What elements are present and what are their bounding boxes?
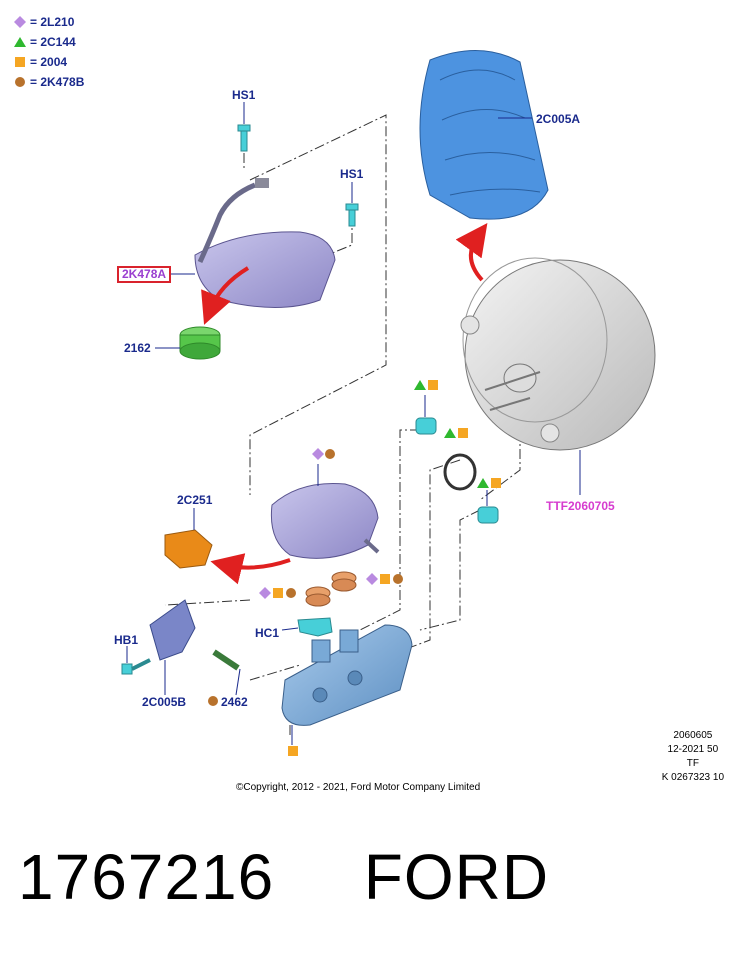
footer-caption: 1767216 FORD <box>18 840 549 914</box>
clip-hc1 <box>281 617 333 637</box>
legend-text: = 2K478B <box>30 75 85 89</box>
bolt-hs1-top <box>237 102 251 152</box>
circle-icon <box>15 77 25 87</box>
legend-text: = 2L210 <box>30 15 75 29</box>
direction-arrow <box>455 223 488 282</box>
legend-row-2c144: = 2C144 <box>14 32 84 52</box>
direction-arrow <box>210 553 291 585</box>
pin <box>212 649 241 696</box>
label-pin: 2462 <box>221 695 248 709</box>
master-cylinder <box>281 624 413 745</box>
brake-booster <box>460 257 656 495</box>
marker-symbols <box>208 380 501 756</box>
label-hs1-right: HS1 <box>340 167 364 181</box>
bolt-hb1 <box>121 646 151 675</box>
label-bracket: 2C005B <box>142 695 187 709</box>
label-hc1: HC1 <box>255 626 280 640</box>
bolt-hs1-right <box>345 182 359 227</box>
label-hb1: HB1 <box>114 633 139 647</box>
revision-line: TF <box>686 758 699 769</box>
legend-row-2004: = 2004 <box>14 52 84 72</box>
label-sensor: 2C251 <box>177 493 213 507</box>
label-reservoir-upper: 2K478A <box>117 266 172 283</box>
revision-info: 2060605 12-2021 50 TF K 0267323 10 <box>662 729 724 785</box>
revision-line: 12-2021 50 <box>667 744 719 755</box>
level-sensor <box>164 508 213 569</box>
copyright-notice: ©Copyright, 2012 - 2021, Ford Motor Comp… <box>236 782 481 793</box>
revision-line: 2060605 <box>673 730 713 741</box>
diamond-icon <box>14 16 26 28</box>
part-number: 1767216 <box>18 841 275 913</box>
exploded-diagram <box>121 50 656 756</box>
revision-line: K 0267323 10 <box>661 772 724 783</box>
o-ring <box>443 453 477 491</box>
direction-arrow <box>201 266 250 325</box>
square-icon <box>15 57 25 67</box>
legend: = 2L210 = 2C144 = 2004 = 2K478B <box>14 12 84 92</box>
triangle-icon <box>14 37 26 47</box>
seal-left <box>305 586 331 607</box>
fitting-left <box>415 395 437 435</box>
reservoir-lower <box>270 464 380 559</box>
legend-row-2k478b: = 2K478B <box>14 72 84 92</box>
legend-row-2l210: = 2L210 <box>14 12 84 32</box>
label-booster: TTF2060705 <box>546 499 615 513</box>
heat-shield <box>419 50 549 220</box>
legend-text: = 2C144 <box>30 35 76 49</box>
label-cap: 2162 <box>124 341 151 355</box>
reservoir-upper <box>170 178 336 308</box>
brand-name: FORD <box>363 841 550 913</box>
reservoir-cap <box>155 326 221 360</box>
label-hs1-top: HS1 <box>232 88 256 102</box>
seal-right <box>331 571 357 592</box>
fitting-right <box>477 490 499 524</box>
legend-text: = 2004 <box>30 55 68 69</box>
bracket <box>149 599 196 695</box>
label-shield: 2C005A <box>536 112 581 126</box>
